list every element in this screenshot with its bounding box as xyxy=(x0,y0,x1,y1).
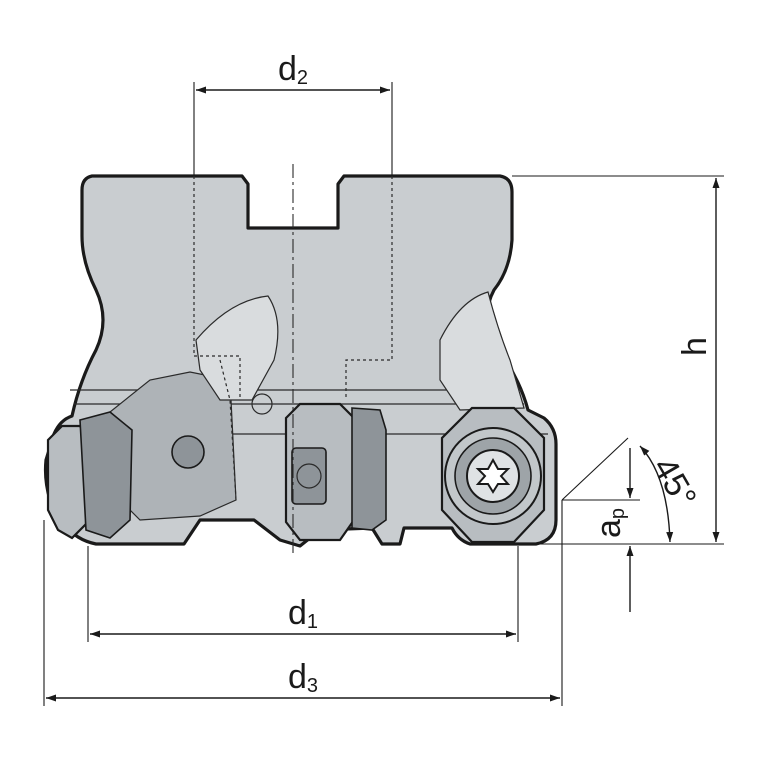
label-d2: d2 xyxy=(278,50,308,89)
label-ap: ap xyxy=(590,508,629,538)
dimension-d2: d2 xyxy=(193,50,393,176)
cutter-body xyxy=(43,164,558,556)
dimension-ap: ap xyxy=(562,448,640,612)
label-d1: d1 xyxy=(288,594,318,633)
label-d3: d3 xyxy=(288,658,318,697)
dimension-h: h xyxy=(512,175,724,545)
face-insert xyxy=(440,406,546,544)
dimension-angle: 45° xyxy=(561,437,704,543)
dimension-d3: d3 xyxy=(43,500,563,706)
label-h: h xyxy=(676,337,714,356)
dimension-d1: d1 xyxy=(87,546,519,642)
label-angle: 45° xyxy=(645,451,704,515)
